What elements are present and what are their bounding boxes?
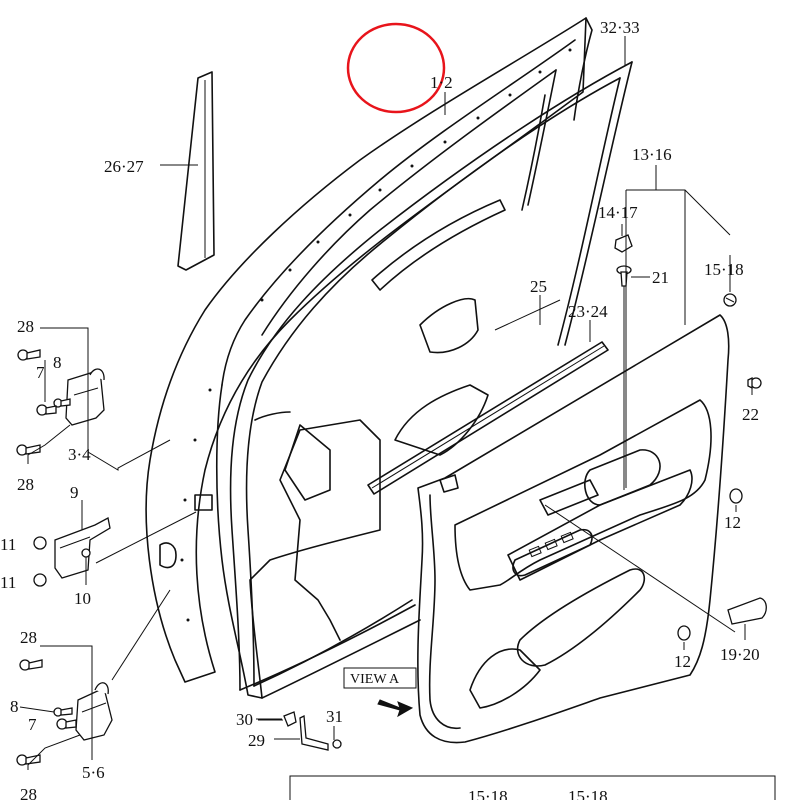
label-door-panel: 1·2 bbox=[430, 73, 453, 92]
label-bolt-10: 10 bbox=[74, 589, 91, 608]
label-bolt-7-a: 7 bbox=[36, 363, 45, 382]
view-a-label: VIEW A bbox=[350, 672, 400, 687]
clip-14-17 bbox=[614, 234, 633, 253]
label-clip-15-18: 15·18 bbox=[704, 260, 744, 279]
leader-lines bbox=[19, 36, 753, 770]
label-bolt-28-c: 28 bbox=[20, 628, 37, 647]
label-hinge-5-6: 5·6 bbox=[82, 763, 105, 782]
label-trim-panel: 13·16 bbox=[632, 145, 672, 164]
door-panel bbox=[145, 17, 593, 699]
plug-12-lower bbox=[677, 625, 691, 641]
upper-hinge-3-4 bbox=[65, 368, 105, 426]
outer-belt-moulding bbox=[494, 299, 561, 331]
bolt-28-c bbox=[19, 659, 43, 671]
bolt-8-a bbox=[53, 398, 71, 408]
b-pillar-trim bbox=[177, 71, 215, 271]
label-bracket-29: 29 bbox=[248, 731, 265, 750]
view-arrow-icon bbox=[377, 699, 414, 718]
label-plug-12-lower: 12 bbox=[674, 652, 691, 671]
clip-31 bbox=[332, 739, 342, 749]
bolt-7-a bbox=[36, 404, 57, 416]
nut-11-b bbox=[33, 573, 47, 587]
label-nut-11-b: 11 bbox=[0, 573, 16, 592]
label-cover-19-20: 19·20 bbox=[720, 645, 760, 664]
plug-12-upper bbox=[729, 488, 743, 504]
callout-labels: 1·2 32·33 26·27 13·16 14·17 21 15·18 25 … bbox=[0, 18, 760, 800]
bolt-28-b bbox=[16, 444, 41, 456]
label-screw-21: 21 bbox=[652, 268, 669, 287]
label-bolt-7-b: 7 bbox=[28, 715, 37, 734]
label-inset-15-18-a: 15·18 bbox=[468, 787, 508, 800]
highlight-circle bbox=[346, 22, 446, 114]
label-clip-31: 31 bbox=[326, 707, 343, 726]
label-bolt-8-a: 8 bbox=[53, 353, 62, 372]
bolt-22 bbox=[747, 376, 762, 390]
label-plug-12-upper: 12 bbox=[724, 513, 741, 532]
clip-15-18 bbox=[723, 293, 737, 307]
label-checker-9: 9 bbox=[70, 483, 79, 502]
door-trim-panel bbox=[417, 314, 730, 744]
inset-frame bbox=[289, 775, 776, 800]
screw-21 bbox=[616, 265, 632, 287]
lower-hinge-5-6 bbox=[75, 682, 113, 741]
label-bolt-8-b: 8 bbox=[10, 697, 19, 716]
inner-belt-weatherstrip bbox=[367, 341, 609, 495]
label-inset-15-18-b: 15·18 bbox=[568, 787, 608, 800]
door-checker-9 bbox=[54, 517, 111, 579]
door-weatherstrip bbox=[229, 61, 633, 691]
bolt-28-a bbox=[17, 349, 41, 361]
nut-11-a bbox=[33, 536, 47, 550]
label-clip-30: 30 bbox=[236, 710, 253, 729]
label-clip-14-17: 14·17 bbox=[598, 203, 638, 222]
label-bolt-28-d: 28 bbox=[20, 785, 37, 800]
label-bolt-28-b: 28 bbox=[17, 475, 34, 494]
label-outer-belt: 25 bbox=[530, 277, 547, 296]
bolt-10 bbox=[81, 548, 91, 558]
label-bolt-28-a: 28 bbox=[17, 317, 34, 336]
bracket-29 bbox=[299, 714, 329, 751]
bolt-8-b bbox=[53, 707, 73, 717]
label-bolt-22: 22 bbox=[742, 405, 759, 424]
cover-19-20 bbox=[727, 597, 767, 625]
view-a-indicator: VIEW A bbox=[343, 667, 417, 718]
clip-30 bbox=[283, 711, 297, 727]
label-nut-11-a: 11 bbox=[0, 535, 16, 554]
label-weatherstrip: 32·33 bbox=[600, 18, 640, 37]
label-inner-belt: 23·24 bbox=[568, 302, 608, 321]
label-b-pillar-trim: 26·27 bbox=[104, 157, 144, 176]
label-hinge-3-4: 3·4 bbox=[68, 445, 91, 464]
bolt-7-b bbox=[56, 718, 77, 730]
